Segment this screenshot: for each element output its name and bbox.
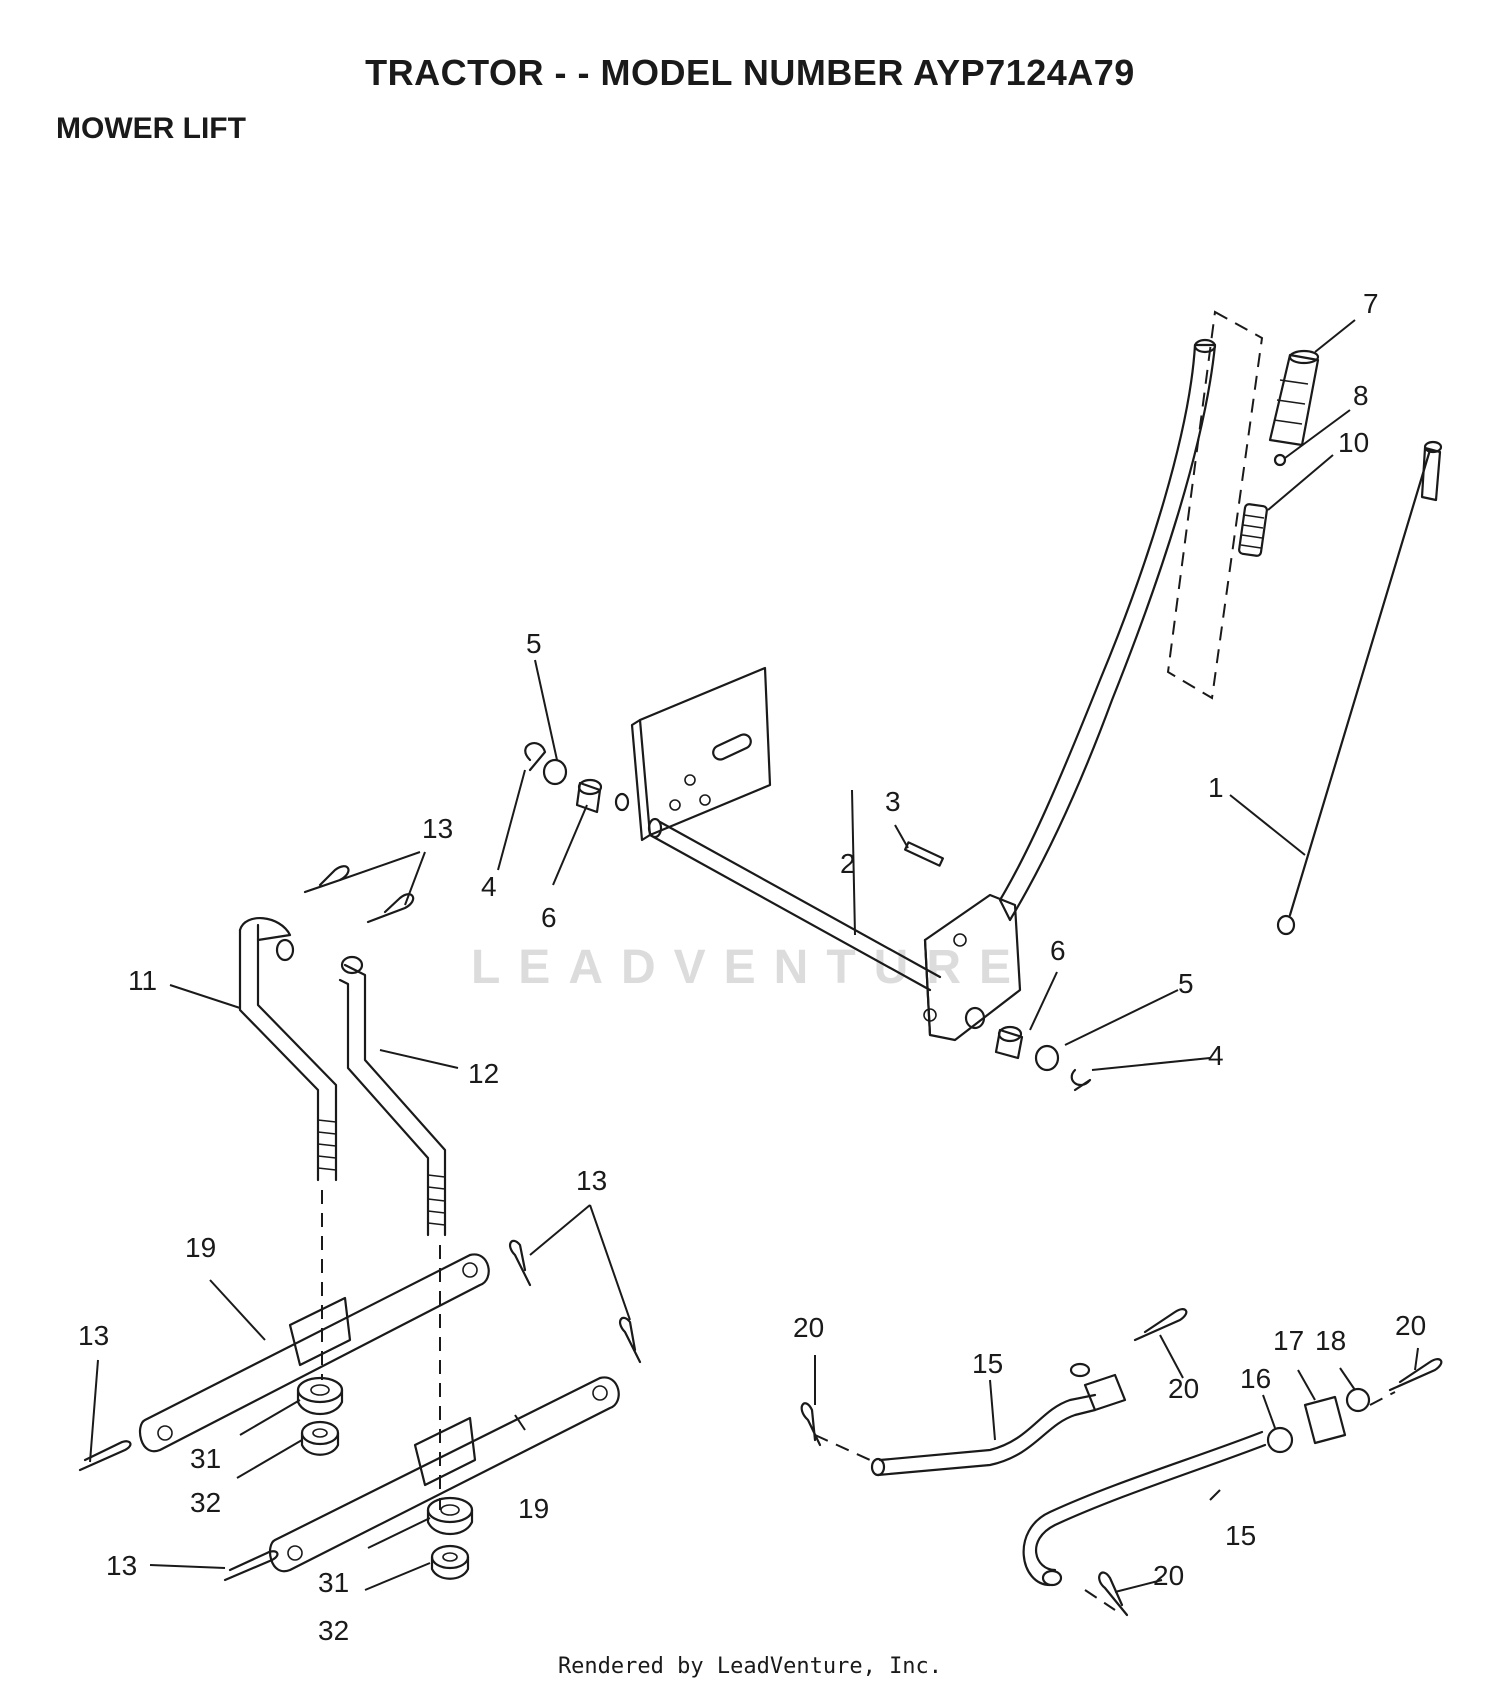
callout-7: 7 <box>1363 288 1379 319</box>
left-hardware[interactable] <box>524 742 630 814</box>
page-title: TRACTOR - - MODEL NUMBER AYP7124A79 <box>365 52 1135 93</box>
mounting-bracket[interactable] <box>630 666 772 842</box>
callout-20-d: 20 <box>1153 1560 1184 1591</box>
bushing-31-right[interactable] <box>426 1496 474 1535</box>
callout-19-upper: 19 <box>185 1232 216 1263</box>
lift-shaft[interactable] <box>647 817 942 992</box>
leader-lines <box>89 319 1419 1593</box>
callout-32-left: 32 <box>190 1487 221 1518</box>
callout-17: 17 <box>1273 1325 1304 1356</box>
callout-5-right: 5 <box>1178 968 1194 999</box>
callout-15-upper: 15 <box>972 1348 1003 1379</box>
callout-6-right: 6 <box>1050 935 1066 966</box>
nut-16[interactable] <box>1266 1426 1294 1454</box>
callout-20-b: 20 <box>1168 1373 1199 1404</box>
callout-20-c: 20 <box>1395 1310 1426 1341</box>
callout-19-lower: 19 <box>518 1493 549 1524</box>
callout-2: 2 <box>840 848 856 879</box>
callout-11: 11 <box>128 965 157 996</box>
callout-20-a: 20 <box>793 1312 824 1343</box>
lift-lever[interactable] <box>998 338 1217 922</box>
linkage-dash-upper <box>814 1434 871 1461</box>
nut-32-right[interactable] <box>430 1544 470 1580</box>
hairpin-clips-20[interactable] <box>800 1308 1443 1617</box>
section-subtitle: MOWER LIFT <box>56 112 246 145</box>
callout-3: 3 <box>885 786 901 817</box>
callout-4-left: 4 <box>481 871 497 902</box>
grip-zone-outline <box>1166 310 1264 700</box>
lever-hub[interactable] <box>923 893 1022 1042</box>
callout-13-mid: 13 <box>576 1165 607 1196</box>
linkage-rod-upper[interactable] <box>870 1362 1127 1477</box>
callout-32-right: 32 <box>318 1615 349 1646</box>
linkage-dash-lower <box>1084 1589 1116 1611</box>
callout-10: 10 <box>1338 427 1369 458</box>
key[interactable] <box>903 841 945 867</box>
callout-6-left: 6 <box>541 902 557 933</box>
handle-grip[interactable] <box>1268 349 1320 447</box>
callout-31-right: 31 <box>318 1567 349 1598</box>
callout-18: 18 <box>1315 1325 1346 1356</box>
callout-labels: 1 2 3 4 4 5 5 6 6 7 8 10 11 12 13 13 13 … <box>78 288 1426 1646</box>
callout-13-left: 13 <box>78 1320 109 1351</box>
lift-arm-upper[interactable] <box>138 1253 490 1453</box>
linkage-rod-lower[interactable] <box>1022 1430 1267 1587</box>
lift-arm-lower[interactable] <box>268 1376 620 1573</box>
callout-5-left: 5 <box>526 628 542 659</box>
callout-12: 12 <box>468 1058 499 1089</box>
callout-8: 8 <box>1353 380 1369 411</box>
grip-retainer[interactable] <box>1273 453 1287 467</box>
lift-link-right[interactable] <box>338 955 447 1237</box>
lift-rod[interactable] <box>1276 440 1443 936</box>
footer-credit: Rendered by LeadVenture, Inc. <box>557 1654 943 1679</box>
spring[interactable] <box>1238 503 1268 557</box>
nut-18[interactable] <box>1345 1387 1371 1413</box>
clip-dash-right <box>1369 1391 1396 1406</box>
callout-16: 16 <box>1240 1363 1271 1394</box>
callout-4-right: 4 <box>1208 1040 1224 1071</box>
callout-13-top: 13 <box>422 813 453 844</box>
nut-32-left[interactable] <box>300 1420 340 1456</box>
callout-31-left: 31 <box>190 1443 221 1474</box>
callout-13-bottom: 13 <box>106 1550 137 1581</box>
ferrule-17[interactable] <box>1303 1395 1347 1445</box>
bushing-31-left[interactable] <box>296 1376 344 1415</box>
callout-15-lower: 15 <box>1225 1520 1256 1551</box>
right-hardware[interactable] <box>964 1006 1092 1092</box>
lift-link-left[interactable] <box>238 916 338 1182</box>
callout-1: 1 <box>1208 772 1224 803</box>
